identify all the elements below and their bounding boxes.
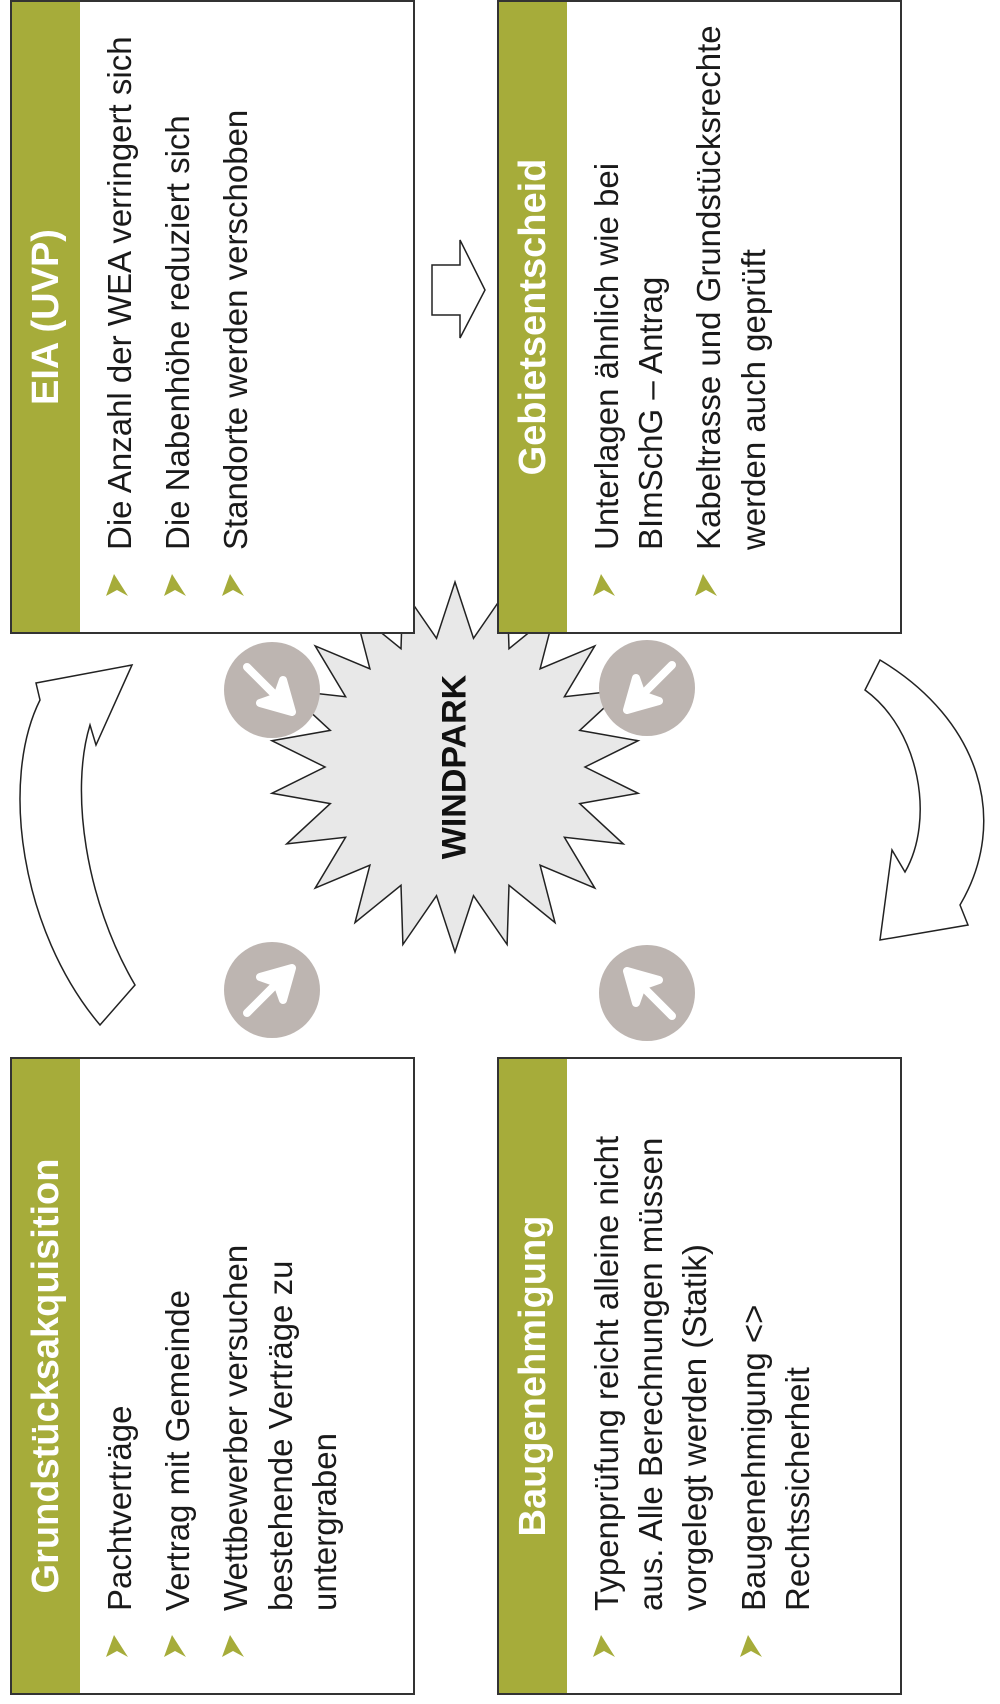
windpark-label: WINDPARK [435,674,474,860]
list-item: Die Anzahl der WEA verringert sich [98,22,142,610]
bullet-list: Die Anzahl der WEA verringert sich Die N… [98,22,259,610]
bullet-icon [222,1635,245,1657]
bullet-icon [695,574,718,596]
box-title: Baugenehmigung [512,1215,554,1537]
bullet-icon [593,1635,615,1657]
box-header: Grundstücksakquisition [12,1059,80,1693]
list-item: Pachtverträge [98,1079,142,1671]
bullet-icon [739,1635,762,1657]
circle-arrow-bottom-right [599,945,695,1041]
curved-arrow-left [19,663,136,1027]
bullet-icon [164,574,187,596]
box-title: EIA (UVP) [25,229,67,405]
bullet-icon [222,574,245,596]
bullet-list: Unterlagen ähnlich wie bei BImSchG – Ant… [585,22,776,610]
bullet-icon [106,1635,128,1657]
box-eia-uvp: EIA (UVP) Die Anzahl der WEA verringert … [10,0,415,634]
list-item: Kabeltrasse und Grundstücksrechte werden… [687,22,775,610]
list-item: Unterlagen ähnlich wie bei BImSchG – Ant… [585,22,673,610]
bullet-icon [164,1635,187,1657]
box-header: Gebietsentscheid [499,2,567,632]
box-title: Gebietsentscheid [512,158,554,476]
bullet-icon [593,574,615,596]
list-item: Vertrag mit Gemeinde [156,1079,200,1671]
bullet-list: Pachtverträge Vertrag mit Gemeinde Wettb… [98,1079,347,1671]
circle-arrow-top-left [224,642,320,738]
circle-arrow-top-right [599,640,695,736]
box-baugenehmigung: Baugenehmigung Typenprüfung reicht allei… [497,1057,902,1695]
bullet-list: Typenprüfung reicht alleine nicht aus. A… [585,1079,820,1671]
small-arrow-down [431,239,486,339]
box-title: Grundstücksakquisition [25,1158,67,1594]
box-header: Baugenehmigung [499,1059,567,1693]
circle-arrow-bottom-left [224,942,320,1038]
list-item: Standorte werden verschoben [214,22,258,610]
list-item: Wettbewerber versuchen bestehende Verträ… [214,1079,347,1671]
list-item: Die Nabenhöhe reduziert sich [156,22,200,610]
list-item: Typenprüfung reicht alleine nicht aus. A… [585,1079,718,1671]
list-item: Baugenehmigung <> Rechtssicherheit [732,1079,820,1671]
starburst [269,579,641,955]
bullet-icon [106,574,128,596]
box-header: EIA (UVP) [12,2,80,632]
box-grundstuecksakquisition: Grundstücksakquisition Pachtverträge Ver… [10,1057,415,1695]
box-gebietsentscheid: Gebietsentscheid Unterlagen ähnlich wie … [497,0,902,634]
curved-arrow-right [864,658,985,941]
